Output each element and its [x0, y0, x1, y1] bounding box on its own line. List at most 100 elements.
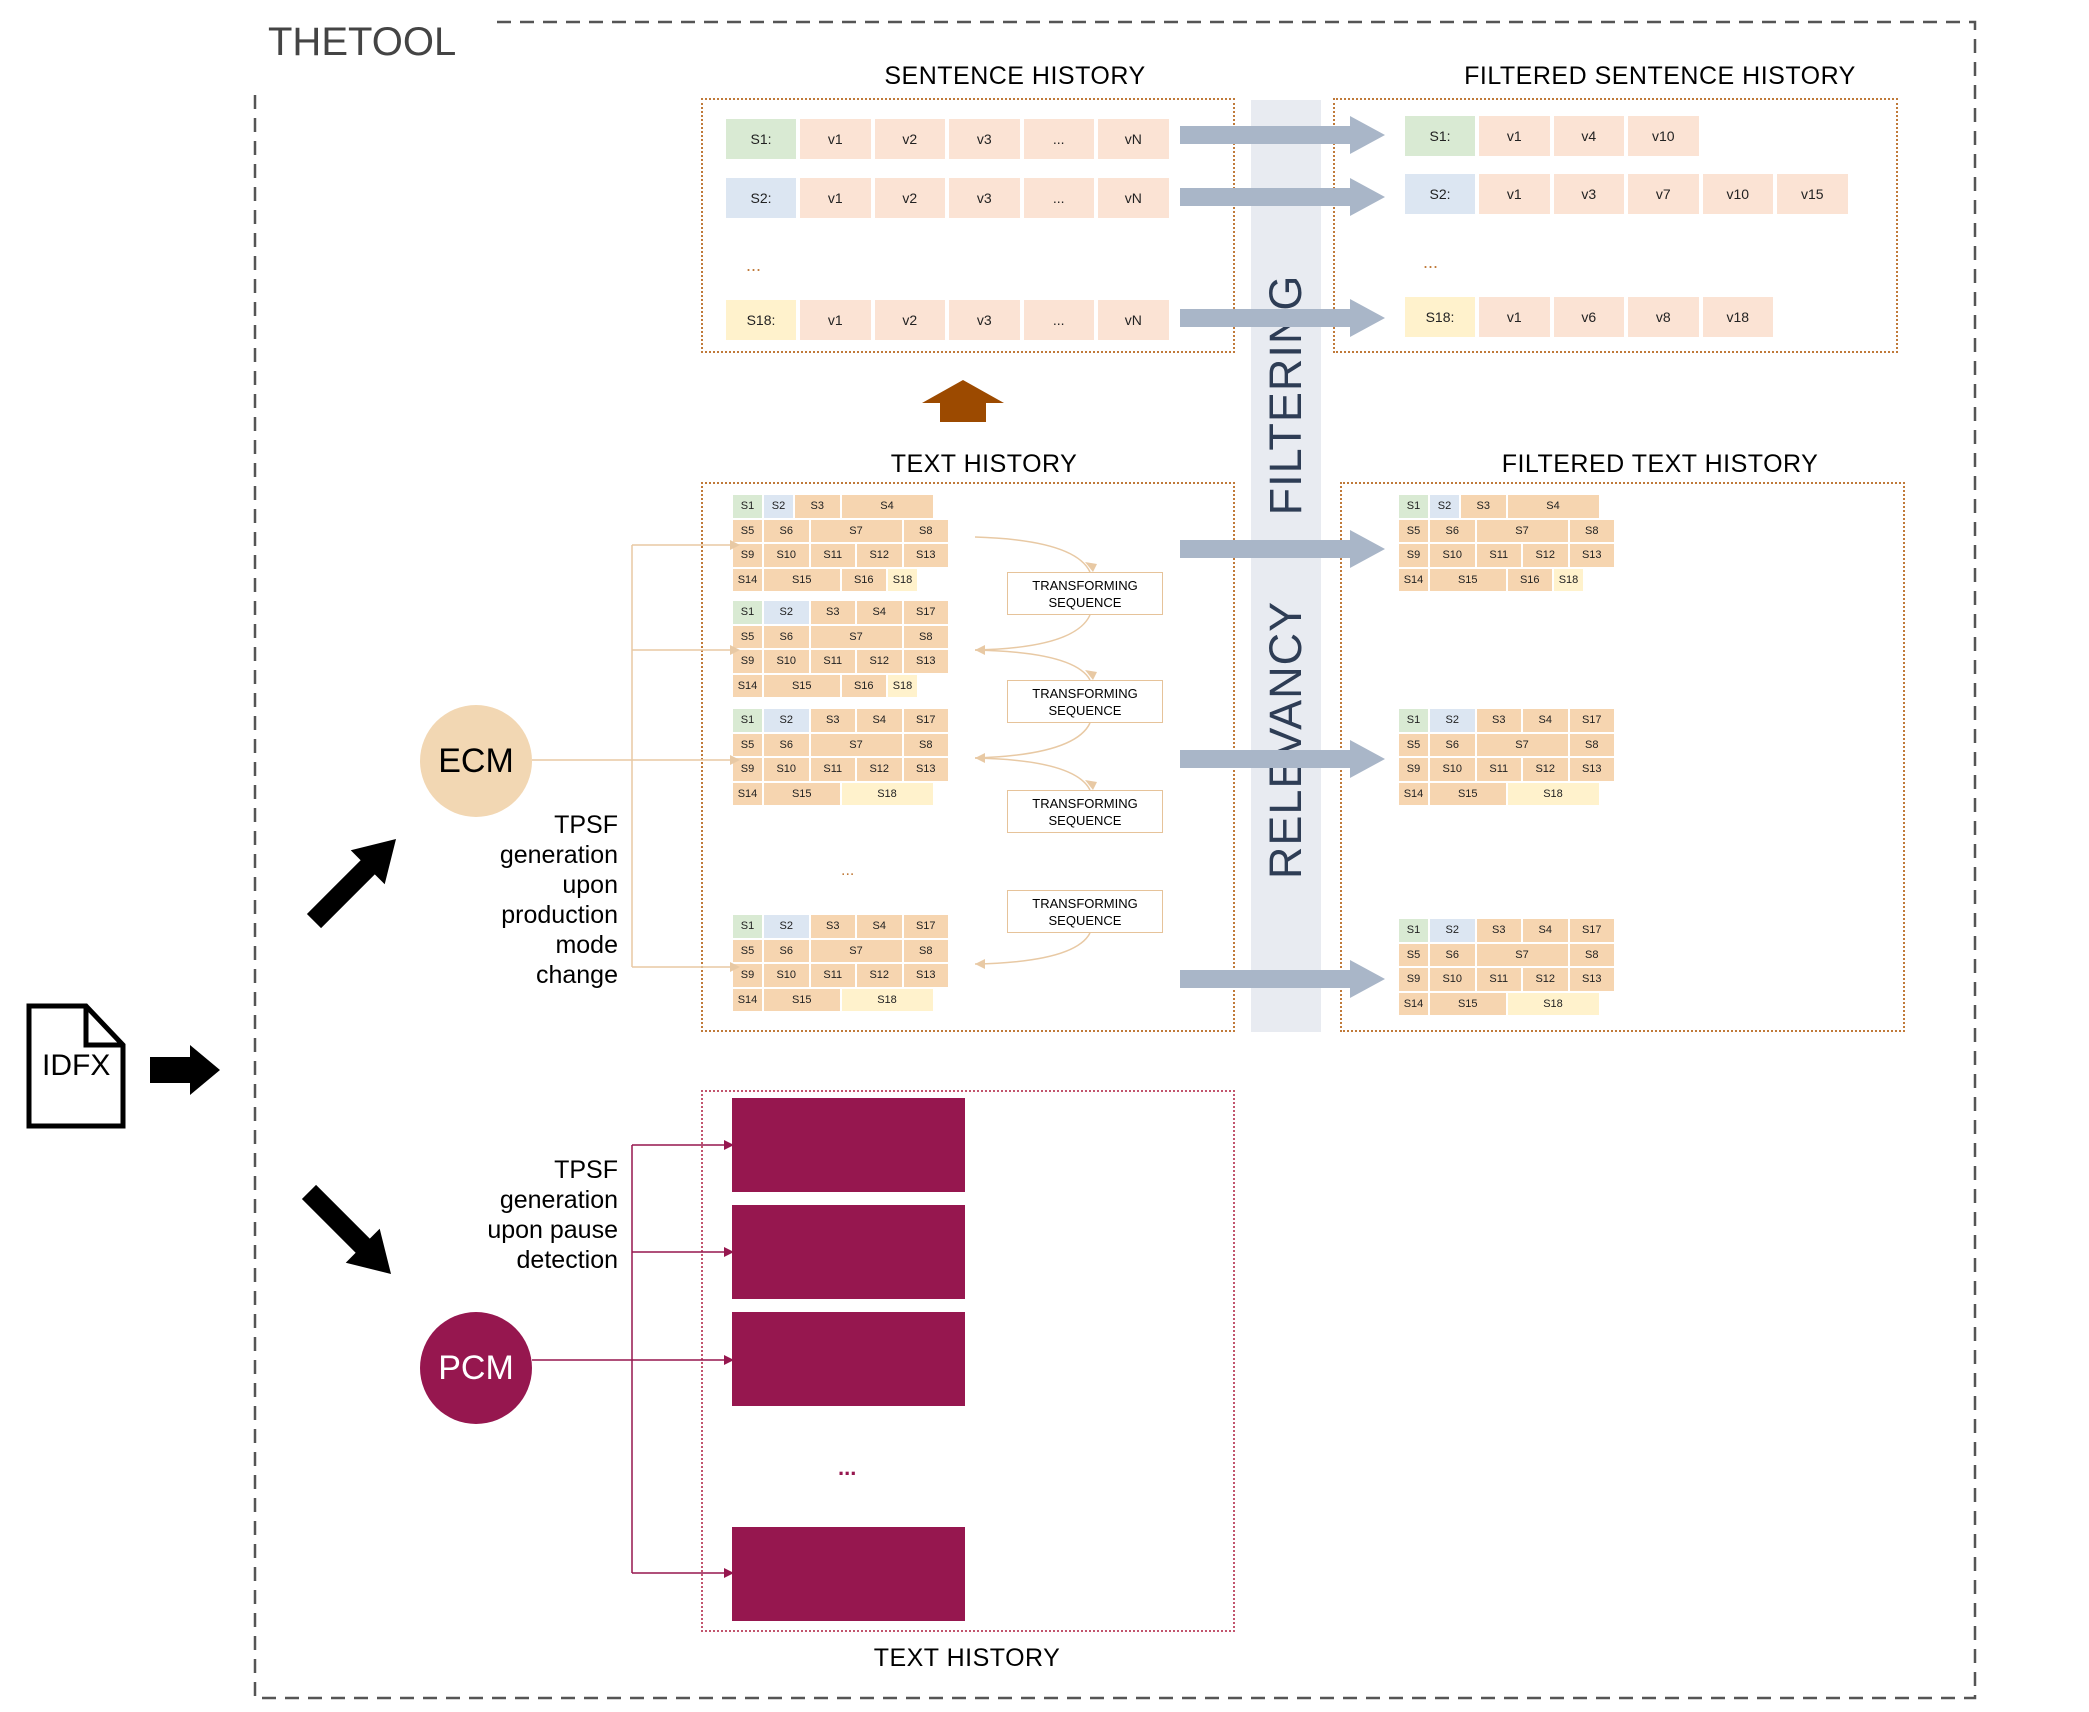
- text-history-cell: S2: [763, 600, 810, 625]
- text-history-cell: S9: [732, 649, 763, 674]
- text-history-cell: S18: [887, 673, 918, 698]
- text-history-title: TEXT HISTORY: [890, 450, 1078, 478]
- text-history-cell: S1: [1398, 494, 1429, 519]
- filter-arrow: [1180, 178, 1385, 216]
- text-history-cell: S11: [809, 543, 856, 568]
- sentence-value-cell: v3: [947, 176, 1022, 220]
- text-history-cell: S1: [732, 600, 763, 625]
- sentence-value-cell: v4: [1551, 114, 1626, 158]
- filtered-sentence-history-title: FILTERED SENTENCE HISTORY: [1464, 62, 1856, 90]
- text-history-cell: S3: [1460, 494, 1507, 519]
- filtered-text-history-title: FILTERED TEXT HISTORY: [1501, 450, 1819, 478]
- text-history-cell: S18: [887, 567, 918, 592]
- text-history-cell: S9: [1398, 967, 1429, 992]
- text-history-cell: S16: [1506, 567, 1553, 592]
- text-history-cell: S12: [856, 543, 903, 568]
- text-history-cell: S4: [1522, 708, 1569, 733]
- text-history-cell: S4: [1506, 494, 1600, 519]
- text-history-cell: S9: [1398, 543, 1429, 568]
- sentence-value-cell: vN: [1096, 117, 1171, 161]
- text-history-cell: S14: [732, 987, 763, 1012]
- text-history-cell: S16: [840, 673, 887, 698]
- text-history-cell: S8: [1568, 942, 1615, 967]
- sentence-value-cell: v3: [947, 117, 1022, 161]
- relevancy-filtering-band: [1251, 100, 1321, 1032]
- sentence-value-cell: v1: [1477, 172, 1552, 216]
- text-history-cell: S7: [809, 938, 903, 963]
- filter-arrow: [1180, 960, 1385, 998]
- text-history-cell: S11: [809, 963, 856, 988]
- sentence-value-cell: v3: [1551, 172, 1626, 216]
- text-history-cell: S2: [763, 494, 794, 519]
- text-history-cell: S17: [902, 708, 949, 733]
- text-history-cell: S18: [1553, 567, 1584, 592]
- sentence-value-cell: v2: [872, 117, 947, 161]
- text-history-cell: S2: [763, 708, 810, 733]
- text-history-cell: S12: [856, 963, 903, 988]
- pcm-text-block: [732, 1312, 965, 1406]
- text-history-cell: S7: [1475, 518, 1569, 543]
- pcm-node: PCM: [420, 1312, 532, 1424]
- sentence-value-cell: v2: [872, 176, 947, 220]
- idfx-file-icon: [26, 1003, 126, 1129]
- text-history-cell: S13: [902, 757, 949, 782]
- text-history-cell: S12: [1522, 757, 1569, 782]
- text-history-cell: S2: [1429, 494, 1460, 519]
- text-history-ellipsis: ...: [841, 862, 855, 879]
- text-history-cell: S13: [1568, 543, 1615, 568]
- text-history-cell: S6: [763, 732, 810, 757]
- text-history-cell: S13: [902, 963, 949, 988]
- sentence-value-cell: v1: [798, 298, 873, 342]
- sentence-value-cell: v1: [798, 176, 873, 220]
- text-history-cell: S17: [902, 600, 949, 625]
- text-history-cell: S3: [809, 600, 856, 625]
- pcm-text-history-title: TEXT HISTORY: [873, 1644, 1061, 1672]
- text-history-cell: S10: [1429, 967, 1476, 992]
- text-history-cell: S2: [1429, 708, 1476, 733]
- sentence-value-cell: ...: [1021, 176, 1096, 220]
- text-history-cell: S13: [1568, 757, 1615, 782]
- text-history-cell: S12: [856, 649, 903, 674]
- text-history-cell: S8: [902, 518, 949, 543]
- sentence-id-cell: S2:: [1403, 172, 1477, 216]
- pcm-text-history-box: [701, 1090, 1235, 1632]
- text-history-cell: S18: [1506, 991, 1600, 1016]
- text-history-cell: S11: [1475, 543, 1522, 568]
- text-history-cell: S15: [1429, 781, 1507, 806]
- text-history-cell: S7: [809, 732, 903, 757]
- text-history-cell: S4: [856, 600, 903, 625]
- sentence-value-cell: v10: [1626, 114, 1701, 158]
- text-history-cell: S6: [1429, 518, 1476, 543]
- text-history-cell: S7: [1475, 732, 1569, 757]
- sentence-history-box: [701, 98, 1235, 353]
- text-history-cell: S5: [1398, 942, 1429, 967]
- ecm-node: ECM: [420, 705, 532, 817]
- text-history-cell: S3: [809, 914, 856, 939]
- text-history-cell: S1: [1398, 708, 1429, 733]
- sentence-id-cell: S18:: [1403, 295, 1477, 339]
- text-history-cell: S11: [809, 649, 856, 674]
- text-history-cell: S12: [1522, 967, 1569, 992]
- sentence-value-cell: v18: [1700, 295, 1775, 339]
- brown-up-arrow: [922, 380, 1004, 422]
- text-history-cell: S14: [1398, 567, 1429, 592]
- filtered-sentence-history-box: [1333, 98, 1898, 353]
- text-history-cell: S15: [1429, 991, 1507, 1016]
- text-history-cell: S18: [840, 781, 934, 806]
- text-history-cell: S9: [732, 543, 763, 568]
- text-history-cell: S4: [840, 494, 934, 519]
- text-history-cell: S1: [732, 494, 763, 519]
- sentence-value-cell: vN: [1096, 298, 1171, 342]
- sentence-value-cell: v15: [1775, 172, 1850, 216]
- idfx-right-arrow: [150, 1045, 220, 1095]
- text-history-cell: S6: [1429, 942, 1476, 967]
- text-history-cell: S6: [763, 624, 810, 649]
- text-history-cell: S14: [732, 567, 763, 592]
- filter-arrow: [1180, 116, 1385, 154]
- text-history-cell: S10: [1429, 757, 1476, 782]
